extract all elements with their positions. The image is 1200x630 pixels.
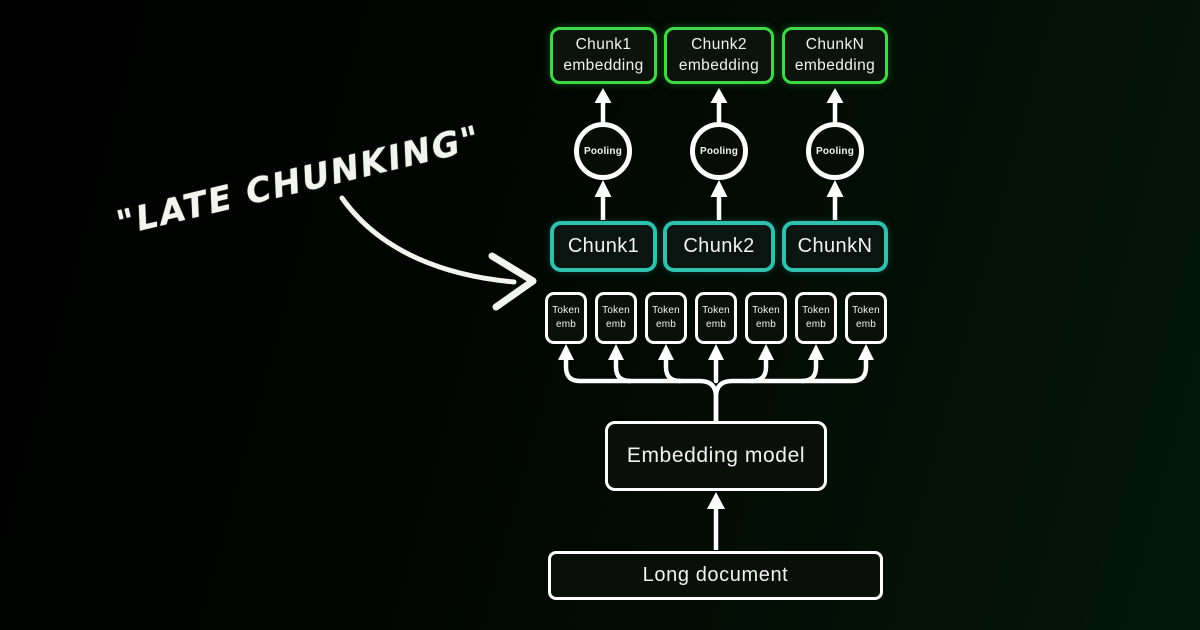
column-arrow-lines bbox=[600, 100, 838, 220]
token-label: emb bbox=[555, 319, 577, 330]
token-label: Token bbox=[552, 304, 580, 316]
token-label: emb bbox=[805, 319, 827, 330]
token-emb-box-7: Token emb bbox=[845, 292, 887, 344]
pooling1-label: Pooling bbox=[583, 145, 623, 157]
pooling3-circle: Pooling bbox=[806, 122, 864, 180]
token-emb-box-4: Token emb bbox=[695, 292, 737, 344]
token-emb-box-5: Token emb bbox=[745, 292, 787, 344]
token-label: Token bbox=[752, 304, 780, 316]
chunk1-embedding-label-line2: embedding bbox=[563, 56, 644, 74]
chunk2-label: Chunk2 bbox=[683, 235, 755, 257]
token-label: Token bbox=[652, 304, 680, 316]
chunkN-embedding-label-line1: ChunkN bbox=[805, 35, 865, 53]
pooling3-label: Pooling bbox=[815, 145, 855, 157]
chunkN-embedding-label-line2: embedding bbox=[794, 56, 876, 74]
token-emb-box-6: Token emb bbox=[795, 292, 837, 344]
pooling2-label: Pooling bbox=[699, 145, 739, 157]
chunk1-label: Chunk1 bbox=[567, 235, 640, 257]
token-label: Token bbox=[852, 304, 880, 316]
longdoc-arrow bbox=[707, 492, 725, 550]
token-label: emb bbox=[655, 319, 677, 330]
pooling2-circle: Pooling bbox=[690, 122, 748, 180]
tree-connector bbox=[563, 353, 869, 424]
token-label: emb bbox=[855, 319, 877, 330]
token-label: emb bbox=[755, 319, 777, 330]
tree-arrow-heads bbox=[558, 344, 874, 360]
chunk2-embedding-label-line1: Chunk2 bbox=[691, 35, 747, 53]
token-label: Token bbox=[702, 304, 730, 316]
chunkN-label: ChunkN bbox=[797, 235, 873, 257]
chunkN-box: ChunkN bbox=[782, 221, 888, 272]
token-emb-box-3: Token emb bbox=[645, 292, 687, 344]
column-arrow-heads bbox=[594, 88, 844, 197]
chunk1-embedding-box: Chunk1 embedding bbox=[550, 27, 657, 84]
chunk2-embedding-box: Chunk2 embedding bbox=[664, 27, 774, 84]
token-label: emb bbox=[605, 319, 627, 330]
chunk2-box: Chunk2 bbox=[663, 221, 775, 272]
chunk1-embedding-label-line1: Chunk1 bbox=[575, 35, 632, 53]
chunk2-embedding-label-line2: embedding bbox=[678, 56, 760, 74]
pooling1-circle: Pooling bbox=[574, 122, 632, 180]
chunkN-embedding-box: ChunkN embedding bbox=[782, 27, 888, 84]
long-document-label: Long document bbox=[642, 564, 789, 586]
token-emb-box-1: Token emb bbox=[545, 292, 587, 344]
token-label: emb bbox=[705, 319, 727, 330]
token-label: Token bbox=[602, 304, 630, 316]
chunk1-box: Chunk1 bbox=[550, 221, 657, 272]
embedding-model-box: Embedding model bbox=[605, 421, 827, 491]
chalk-arrow bbox=[339, 195, 537, 311]
long-document-box: Long document bbox=[548, 551, 883, 600]
token-emb-box-2: Token emb bbox=[595, 292, 637, 344]
embedding-model-label: Embedding model bbox=[626, 444, 806, 467]
token-label: Token bbox=[802, 304, 830, 316]
